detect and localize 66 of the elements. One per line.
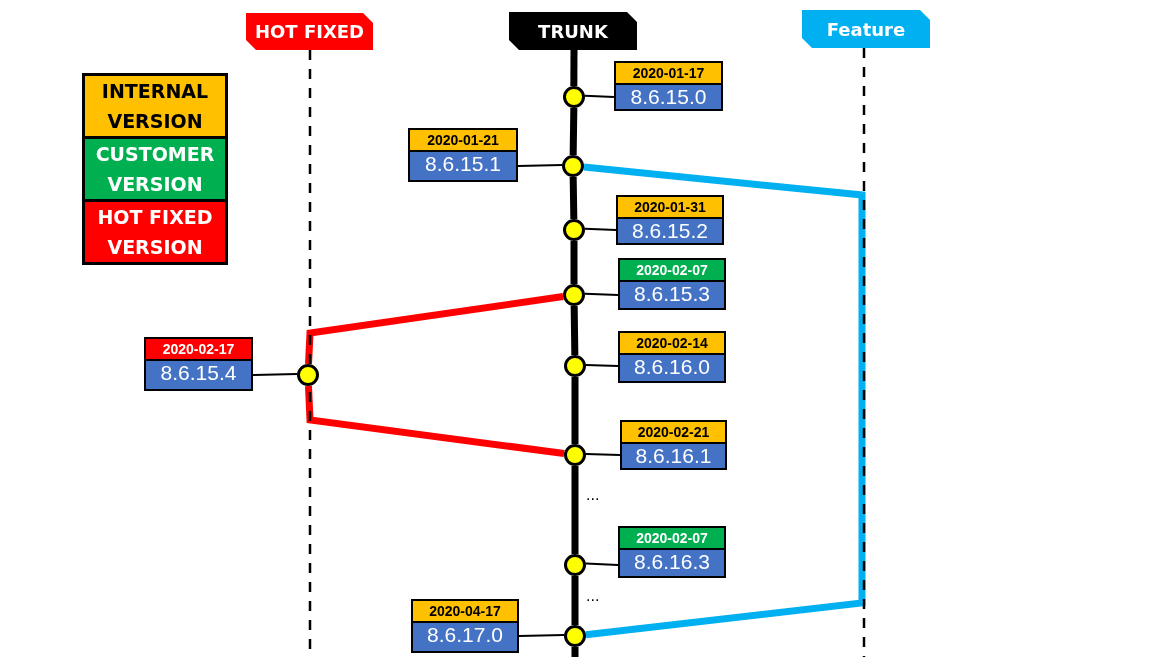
commit-circle	[562, 155, 584, 177]
version-tag	[411, 599, 519, 653]
connector-line	[252, 372, 299, 376]
version-number: 8.6.17.0	[413, 623, 517, 651]
date-label: 2020-02-14	[620, 333, 724, 353]
connector-line	[583, 94, 615, 98]
version-number: 8.6.15.1	[410, 152, 516, 180]
connector-line	[518, 634, 566, 637]
version-tag	[614, 61, 723, 111]
date-label: 2020-01-31	[618, 197, 722, 217]
branch-label: HOT FIXED	[246, 13, 373, 50]
connector-line	[584, 452, 621, 456]
trunk-line	[570, 241, 578, 284]
version-number: 8.6.16.1	[622, 444, 725, 468]
version-tag	[408, 128, 518, 182]
version-number: 8.6.16.0	[620, 355, 724, 381]
branch-line	[583, 163, 866, 639]
trunk-line	[570, 305, 579, 356]
version-number: 8.6.15.2	[618, 219, 722, 243]
connector-line	[584, 364, 619, 367]
trunk-line	[571, 576, 579, 625]
date-label: 2020-04-17	[413, 601, 517, 621]
date-label: 2020-01-17	[616, 63, 721, 83]
connector-line	[584, 562, 619, 566]
trunk-line	[570, 50, 578, 87]
ellipsis-text: ...	[586, 587, 600, 605]
commit-circle	[564, 444, 586, 466]
version-tag	[144, 337, 253, 391]
trunk-line	[569, 176, 578, 220]
connector-line	[517, 163, 564, 167]
connector-line	[583, 227, 617, 231]
version-tag	[616, 195, 724, 245]
trunk-line	[571, 466, 579, 554]
version-number: 8.6.16.3	[620, 550, 724, 576]
date-label: 2020-02-21	[622, 422, 725, 442]
version-tag	[618, 331, 726, 383]
commit-circle	[563, 284, 585, 306]
branch-label: TRUNK	[509, 12, 637, 50]
legend-item: CUSTOMER VERSION	[82, 136, 228, 202]
commit-circle	[563, 86, 585, 108]
connector-line	[583, 292, 619, 296]
commit-circle	[297, 364, 319, 386]
branch-label: Feature	[802, 10, 930, 48]
commit-circle	[564, 625, 586, 647]
commit-circle	[563, 219, 585, 241]
trunk-line	[571, 377, 579, 444]
version-tag	[620, 420, 727, 470]
version-number: 8.6.15.0	[616, 85, 721, 109]
version-number: 8.6.15.3	[620, 282, 724, 308]
dashed-line	[862, 48, 866, 657]
legend-item: INTERNAL VERSION	[82, 73, 228, 139]
date-label: 2020-02-07	[620, 260, 724, 280]
branch-line	[305, 293, 564, 365]
date-label: 2020-02-17	[146, 339, 251, 359]
trunk-line	[571, 647, 579, 657]
branch-line	[305, 385, 565, 458]
date-label: 2020-02-07	[620, 528, 724, 548]
version-tag	[618, 526, 726, 578]
ellipsis-text: ...	[586, 486, 600, 504]
version-tag	[618, 258, 726, 310]
commit-circle	[564, 355, 586, 377]
version-number: 8.6.15.4	[146, 361, 251, 389]
legend-item: HOT FIXED VERSION	[82, 199, 228, 265]
commit-circle	[564, 554, 586, 576]
trunk-line	[569, 107, 578, 156]
date-label: 2020-01-21	[410, 130, 516, 150]
